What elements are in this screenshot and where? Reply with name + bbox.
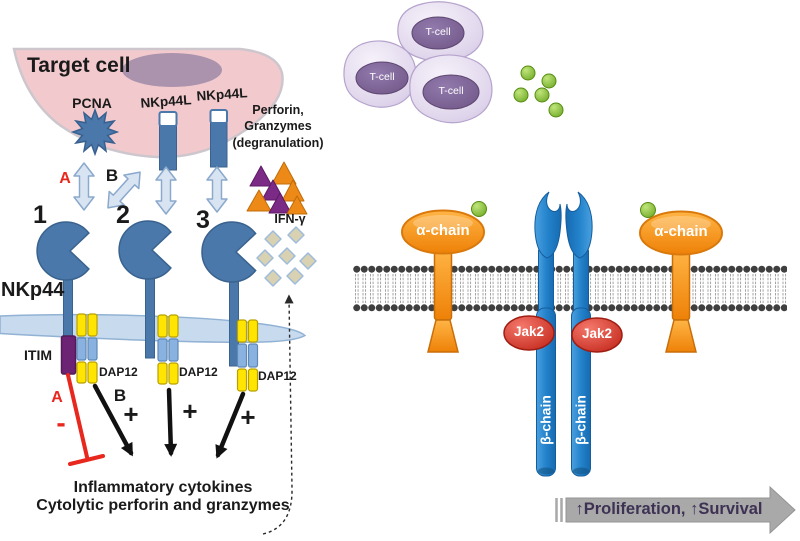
outcome-line-1: Inflammatory cytokines	[73, 479, 253, 496]
label-b-top: B	[105, 166, 119, 185]
inhibition-line	[66, 373, 105, 466]
plus-sign-3: +	[240, 402, 256, 432]
minus-sign: -	[56, 407, 66, 438]
pathway-number-1: 1	[33, 201, 47, 229]
dap12-label-1: DAP12	[99, 365, 138, 379]
feedback-dashed-arrow	[262, 294, 294, 535]
nkp44-head-2	[118, 220, 172, 280]
ifn-gamma-diamonds	[256, 226, 317, 287]
target-cell-nucleus	[122, 53, 222, 87]
jak2-label-1: Jak2	[513, 324, 545, 339]
target-cell-label: Target cell	[27, 54, 131, 77]
nkp44-head-3	[201, 221, 257, 283]
itim-label: ITIM	[24, 347, 52, 363]
nkp44-stem-1	[63, 271, 73, 343]
outcome-arrow	[555, 485, 796, 535]
plus-sign-1: +	[123, 399, 139, 429]
beta-chain-receptor-1	[534, 191, 562, 477]
dap12-adaptor-2	[157, 314, 179, 385]
label-b-bottom: B	[113, 386, 127, 405]
alpha-chain-label-2: α-chain	[654, 223, 708, 240]
degranulation-label: Perforin, Granzymes (degranulation)	[230, 102, 326, 151]
alpha-chain-label-1: α-chain	[416, 222, 470, 239]
dap12-adaptor-3	[236, 319, 259, 392]
jak2-kinase-2	[571, 317, 623, 353]
dap12-adaptor-1	[76, 313, 98, 384]
t-cell-cluster	[343, 1, 493, 124]
pcna-star-shape	[70, 107, 120, 157]
interaction-arrow-2	[155, 166, 177, 215]
alpha-chain-receptor-1	[401, 209, 485, 353]
activation-arrow-2	[164, 387, 178, 457]
pcna-label: PCNA	[72, 95, 112, 111]
proliferation-survival-label: ↑Proliferation, ↑Survival	[575, 500, 763, 518]
nkp44-stem-2	[145, 270, 155, 359]
label-a-bottom: A	[51, 389, 63, 406]
cytokine-dots	[513, 65, 564, 118]
outcome-line-2: Cytolytic perforin and granzymes	[36, 497, 290, 514]
lipid-bilayer-membrane	[353, 265, 787, 312]
pathway-number-3: 3	[196, 206, 210, 234]
degranulation-line-1: Perforin,	[252, 103, 304, 117]
interaction-arrow-3	[206, 166, 228, 213]
nkp44-label: NKp44	[1, 279, 65, 301]
nkp44-head-1	[36, 221, 90, 281]
jak2-label-2: Jak2	[581, 326, 613, 341]
interaction-arrow-b	[107, 171, 141, 209]
plus-sign-2: +	[182, 396, 198, 426]
pathway-number-2: 2	[116, 201, 130, 229]
t-cell-label-3: T-cell	[438, 85, 464, 97]
nkp44l-ligand-1	[158, 111, 178, 171]
label-a-top: A	[59, 170, 71, 187]
degranulation-line-2: Granzymes	[244, 119, 312, 134]
cytokine-dot-on-alpha-2	[640, 202, 656, 218]
itim-motif-shape	[60, 335, 77, 375]
beta-chain-label-2: β-chain	[572, 395, 589, 445]
t-cell-label-2: T-cell	[369, 71, 395, 83]
t-cell-label-1: T-cell	[425, 26, 451, 38]
ifn-gamma-label: IFN-γ	[274, 212, 306, 226]
dap12-label-3: DAP12	[258, 369, 297, 383]
beta-chain-label-1: β-chain	[537, 395, 554, 445]
nkp44l-ligand-2	[209, 109, 228, 168]
degranulation-triangles	[246, 161, 308, 215]
dap12-label-2: DAP12	[179, 365, 218, 379]
activation-arrow-b	[92, 383, 134, 457]
jak2-kinase-1	[503, 315, 555, 351]
cytokine-dot-on-alpha-1	[471, 201, 487, 217]
alpha-chain-receptor-2	[639, 210, 723, 353]
activation-arrow-3	[215, 391, 246, 459]
interaction-arrow-a	[73, 162, 95, 211]
degranulation-line-3: (degranulation)	[232, 135, 324, 150]
